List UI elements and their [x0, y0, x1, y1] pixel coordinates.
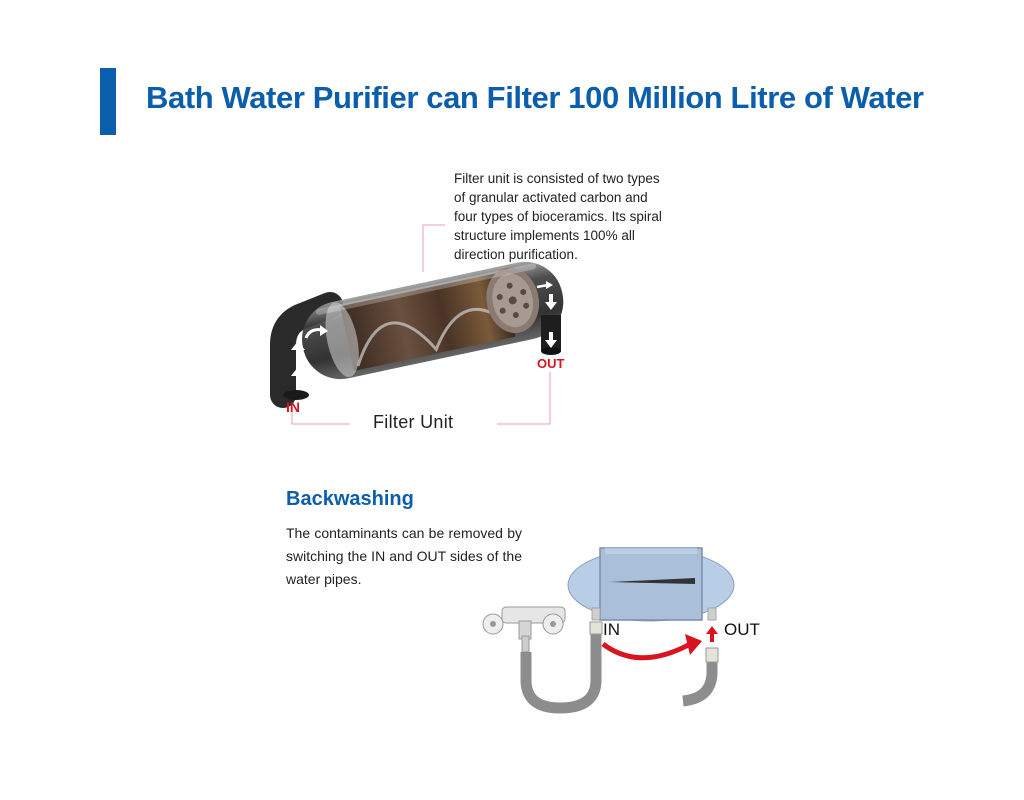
- backwash-illustration: [482, 547, 735, 714]
- page-title: Bath Water Purifier can Filter 100 Milli…: [146, 80, 924, 115]
- filter-description: Filter unit is consisted of two types of…: [454, 171, 662, 262]
- flow-arrows: [291, 281, 557, 388]
- backwashing-description: The contaminants can be removed by switc…: [286, 525, 522, 587]
- backwash-in-label: IN: [603, 620, 620, 639]
- in-pipe: [270, 292, 343, 408]
- callout-line: [422, 224, 445, 272]
- backwash-out-label: OUT: [724, 620, 760, 639]
- filter-out-label: OUT: [537, 356, 565, 371]
- bracket-left: [291, 405, 350, 425]
- title-accent-bar: [100, 68, 116, 135]
- filter-in-label: IN: [286, 399, 300, 415]
- bracket-right: [497, 372, 551, 425]
- filter-unit-caption: Filter Unit: [373, 412, 454, 432]
- filter-tube: [302, 261, 564, 380]
- backwashing-heading: Backwashing: [286, 488, 414, 510]
